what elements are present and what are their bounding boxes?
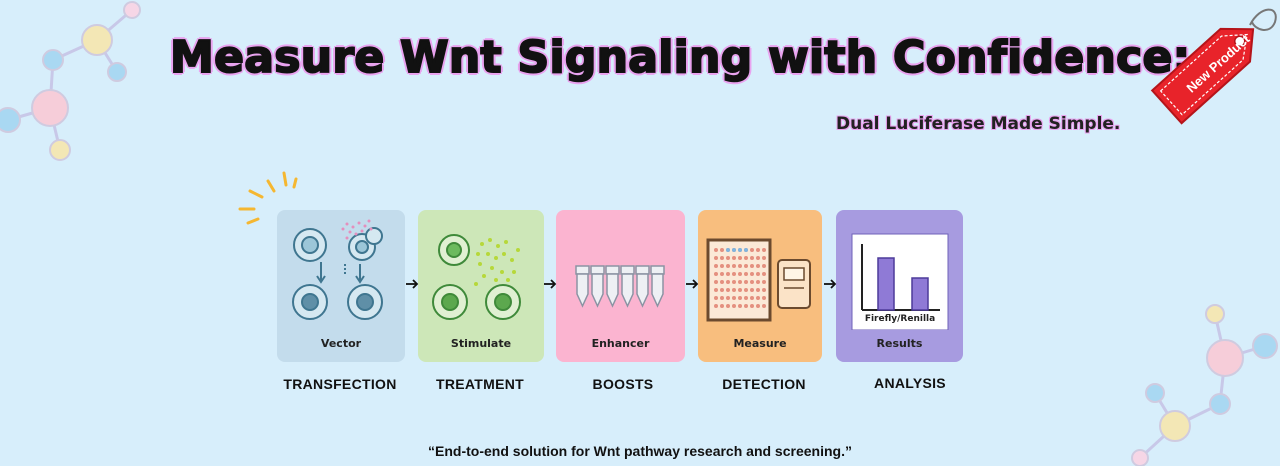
step-label-analysis: ANALYSIS xyxy=(874,375,946,391)
arrow-right-icon xyxy=(686,279,699,289)
workflow-card-analysis: Firefly/Renilla Results xyxy=(836,210,963,362)
tagline-quote: “End-to-end solution for Wnt pathway res… xyxy=(428,443,852,459)
step-label-transfection: TRANSFECTION xyxy=(283,376,397,392)
page-headline: Measure Wnt Signaling with Confidence: xyxy=(169,31,1191,84)
bar-chart-icon xyxy=(851,233,949,330)
new-product-tag: New Product xyxy=(1140,0,1280,140)
card-caption-results: Results xyxy=(876,337,923,350)
arrow-right-icon xyxy=(544,279,557,289)
arrow-right-icon xyxy=(824,279,837,289)
pcr-tubes-icon xyxy=(575,265,665,308)
price-tag-icon xyxy=(1150,8,1277,125)
cell-transfection-icon xyxy=(292,219,383,320)
step-label-boosts: BOOSTS xyxy=(592,376,654,392)
molecule-decoration-bottom-right xyxy=(1131,304,1278,466)
workflow-card-boosts: Enhancer xyxy=(556,210,685,362)
arrow-right-icon xyxy=(406,279,419,289)
step-label-detection: DETECTION xyxy=(722,376,806,392)
molecule-decoration-top-left xyxy=(0,1,141,161)
page-subheadline: Dual Luciferase Made Simple. xyxy=(836,114,1121,134)
workflow-card-transfection: Vector xyxy=(277,210,405,362)
plate-reader-icon xyxy=(706,238,811,322)
sparkle-decoration xyxy=(238,171,298,225)
workflow-card-treatment: Stimulate xyxy=(418,210,544,362)
card-caption-vector: Vector xyxy=(320,337,362,350)
cell-stimulation-icon xyxy=(432,234,521,320)
card-caption-stimulate: Stimulate xyxy=(450,337,512,350)
step-label-treatment: TREATMENT xyxy=(436,376,524,392)
results-chart-label: Firefly/Renilla xyxy=(864,314,936,324)
card-caption-measure: Measure xyxy=(733,337,787,350)
card-caption-enhancer: Enhancer xyxy=(591,337,650,350)
workflow-card-detection: Measure xyxy=(698,210,822,362)
